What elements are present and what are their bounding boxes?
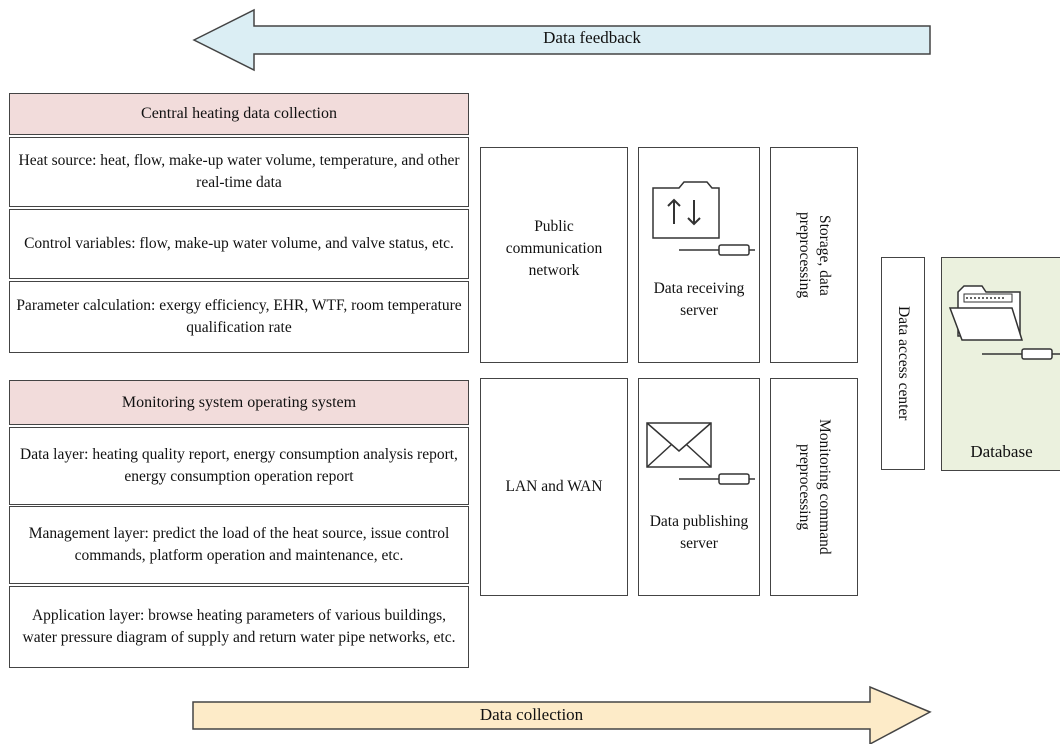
public-network-box: Public communication network [480, 147, 628, 363]
management-layer-item: Management layer: predict the load of th… [9, 506, 469, 584]
monitoring-command-box: Monitoring command preprocessing [770, 378, 858, 596]
storage-preprocessing-box: Storage, data preprocessing [770, 147, 858, 363]
monitoring-system-title: Monitoring system operating system [9, 380, 469, 425]
storage-preprocessing-label: Storage, data preprocessing [796, 211, 833, 299]
folder-icon [948, 285, 1060, 360]
lan-wan-box: LAN and WAN [480, 378, 628, 596]
heat-source-item: Heat source: heat, flow, make-up water v… [9, 137, 469, 207]
public-network-label: Public communication network [505, 218, 603, 279]
data-receiving-server-box: Data receiving server [638, 147, 760, 363]
envelope-icon [646, 422, 755, 485]
data-publishing-server-box: Data publishing server [638, 378, 760, 596]
application-layer-item: Application layer: browse heating parame… [9, 586, 469, 668]
parameter-calculation-item: Parameter calculation: exergy efficiency… [9, 281, 469, 353]
database-label: Database [970, 442, 1033, 461]
data-receiving-server-label: Data receiving server [653, 280, 745, 319]
data-access-center-label: Data access center [895, 306, 912, 421]
control-variables-item: Control variables: flow, make-up water v… [9, 209, 469, 279]
data-publishing-server-label: Data publishing server [649, 513, 749, 552]
data-layer-item: Data layer: heating quality report, ener… [9, 427, 469, 505]
monitoring-command-label: Monitoring command preprocessing [796, 419, 833, 555]
data-access-center-box: Data access center [881, 257, 925, 470]
database-box: Database [941, 257, 1060, 471]
receiving-server-icon [652, 181, 755, 256]
data-feedback-label: Data feedback [543, 28, 641, 47]
data-collection-label: Data collection [479, 705, 584, 724]
central-heating-title: Central heating data collection [9, 93, 469, 135]
lan-wan-label: LAN and WAN [505, 478, 603, 495]
